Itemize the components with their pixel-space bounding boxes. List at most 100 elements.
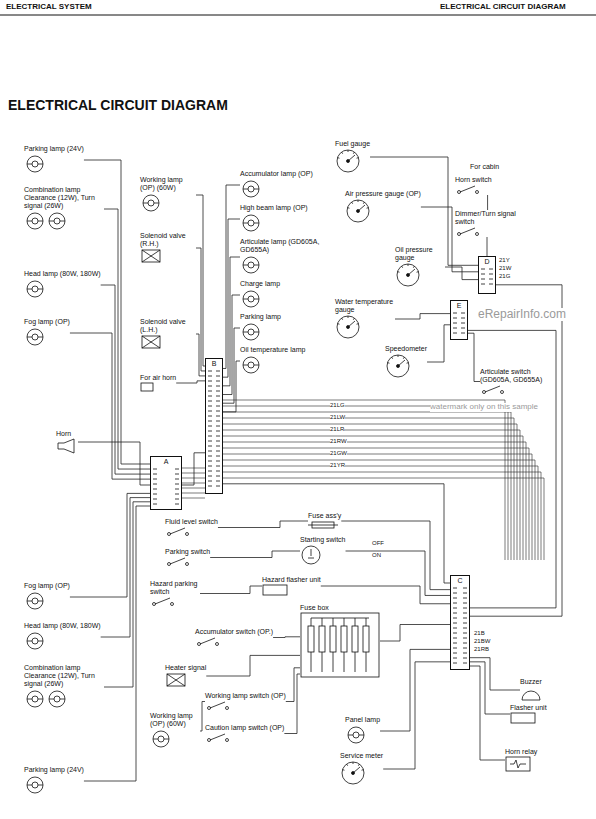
path-stroke — [223, 412, 511, 560]
path-stroke — [208, 401, 220, 402]
path-stroke — [142, 250, 160, 262]
path-stroke — [398, 271, 400, 273]
path-stroke — [208, 426, 220, 427]
wire — [395, 314, 450, 319]
wire — [427, 325, 450, 362]
path-stroke — [170, 558, 185, 564]
path-stroke — [453, 608, 467, 609]
wire-code: 21Y — [499, 257, 510, 264]
component: Combination lampClearance (12W), Turn si… — [24, 186, 104, 232]
buzzer-symbol — [520, 686, 542, 702]
switch-symbol — [165, 556, 191, 567]
circle-stroke — [49, 213, 65, 229]
circle-stroke — [27, 691, 43, 707]
lamp-symbol — [240, 288, 262, 310]
circle-stroke — [397, 264, 419, 286]
component: Air pressure gauge (OP) — [345, 190, 421, 224]
circle-stroke — [226, 707, 229, 710]
conn-symbol — [452, 310, 466, 336]
path-stroke — [344, 618, 345, 672]
circle-stroke — [143, 195, 159, 211]
rect-stroke — [319, 626, 325, 652]
path-stroke — [363, 202, 364, 204]
path-stroke — [27, 221, 43, 222]
circle-stroke — [248, 329, 254, 335]
circle-stroke — [32, 638, 38, 644]
component: Parking lamp (24V) — [24, 766, 84, 796]
component: Working lamp (OP) (60W) — [140, 176, 196, 214]
wire — [206, 655, 300, 676]
circle-stroke — [248, 262, 254, 268]
component: Heater signal — [165, 664, 206, 688]
coil-symbol — [140, 334, 162, 350]
wire — [273, 636, 300, 638]
wire — [284, 674, 300, 734]
component-label: Panel lamp — [345, 716, 380, 724]
path-stroke — [210, 702, 225, 708]
path-stroke — [322, 618, 323, 672]
component-label: Hazard flasher unit — [262, 576, 321, 584]
component-label: Speedometer — [385, 345, 427, 353]
path-stroke — [208, 386, 220, 387]
wire — [470, 285, 562, 616]
path-stroke — [223, 406, 508, 560]
lamp-symbol — [240, 254, 262, 276]
wire — [223, 295, 240, 395]
wire-code: For cabin — [470, 163, 499, 171]
component-label: Oil pressure gauge — [395, 246, 445, 262]
lamp-symbol — [345, 724, 367, 746]
path-stroke — [153, 484, 179, 485]
wire — [341, 521, 450, 590]
path-stroke — [153, 504, 179, 505]
path-stroke — [208, 476, 220, 477]
component-spec: Clearance (12W), Turn signal (26W) — [24, 194, 104, 210]
wire — [445, 267, 478, 280]
component-label: Working lamp (OP) (60W) — [150, 712, 200, 728]
gauge-symbol — [345, 198, 371, 224]
path-stroke — [182, 478, 205, 479]
circle-stroke — [32, 286, 38, 292]
path-stroke — [453, 663, 467, 664]
circle-stroke — [49, 691, 65, 707]
component-label: For air horn — [140, 374, 176, 382]
rect-stroke — [308, 626, 314, 652]
path-stroke — [308, 549, 314, 558]
wire — [223, 484, 450, 583]
wire-code: 21B — [474, 630, 485, 637]
path-stroke — [223, 418, 514, 560]
component: Articulate lamp (GD605A, GD655A) — [240, 238, 330, 276]
circle-stroke — [32, 598, 38, 604]
rect-stroke — [263, 585, 287, 595]
component: Hazard flasher unit — [262, 576, 321, 596]
wire-code: OFF — [372, 540, 384, 547]
path-stroke — [27, 785, 43, 786]
wire — [84, 506, 150, 781]
component: High beam lamp (OP) — [240, 204, 308, 234]
path-stroke — [311, 618, 369, 619]
component-label: Horn — [56, 430, 71, 438]
component-label: A — [164, 458, 169, 466]
component: Parking switch — [165, 548, 210, 567]
component-label: Parking lamp (24V) — [24, 766, 84, 774]
path-stroke — [311, 618, 312, 672]
rect-stroke — [330, 626, 336, 652]
path-stroke — [453, 333, 465, 334]
path-stroke — [392, 357, 393, 359]
component-label: Service meter — [340, 752, 383, 760]
component-label: Fluid level switch — [165, 518, 218, 526]
component-label: Fuel gauge — [335, 140, 370, 148]
wire — [182, 453, 205, 485]
wire — [223, 257, 240, 386]
circle-stroke — [243, 257, 259, 273]
circle-stroke — [248, 220, 254, 226]
path-stroke — [338, 323, 340, 325]
path-stroke — [398, 355, 399, 357]
path-stroke — [453, 593, 467, 594]
wire — [70, 493, 150, 597]
component-label: Solenoid valve (L.H.) — [140, 318, 196, 334]
component-label: Air pressure gauge (OP) — [345, 190, 421, 198]
wire — [286, 668, 300, 702]
wire — [104, 502, 150, 687]
circle-stroke — [158, 736, 164, 742]
circle-stroke — [248, 296, 254, 302]
